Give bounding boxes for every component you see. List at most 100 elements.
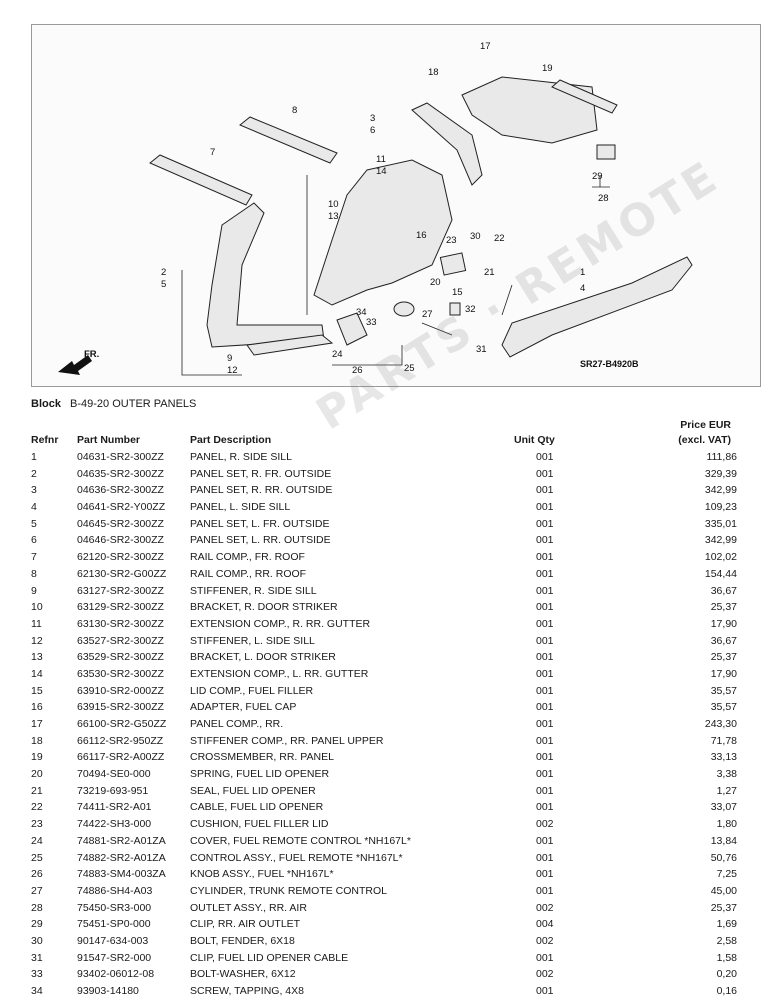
refnr-cell: 27 — [31, 884, 43, 897]
part-number-cell: 74886-SH4-A03 — [77, 884, 153, 897]
refnr-cell: 3 — [31, 484, 37, 497]
svg-text:23: 23 — [446, 235, 457, 246]
part-number-cell: 04631-SR2-300ZZ — [77, 451, 164, 463]
svg-text:22: 22 — [494, 233, 505, 244]
svg-text:15: 15 — [452, 287, 463, 298]
part-number-cell: 74882-SR2-A01ZA — [77, 851, 166, 864]
svg-text:8: 8 — [292, 105, 297, 116]
price-cell: 1,80 — [716, 818, 737, 831]
unit-qty-cell: 001 — [536, 601, 554, 614]
description-cell: CONTROL ASSY., FUEL REMOTE *NH167L* — [190, 851, 403, 864]
diagram-callouts: 1 2 3 4 5 6 7 8 10 11 12 13 14 15 16 17 … — [161, 41, 609, 376]
front-direction-arrow: FR. — [58, 349, 99, 375]
unit-qty-cell: 001 — [536, 768, 554, 781]
rr-crossmember-shape — [551, 79, 618, 114]
rear-panel-stiffener-shape — [411, 102, 483, 186]
header-part-description: Part Description — [190, 434, 272, 446]
part-number-cell: 63127-SR2-300ZZ — [77, 584, 164, 597]
svg-text:30: 30 — [470, 231, 481, 242]
refnr-cell: 25 — [31, 851, 43, 864]
description-cell: COVER, FUEL REMOTE CONTROL *NH167L* — [190, 834, 411, 847]
refnr-cell: 26 — [31, 868, 43, 881]
svg-text:7: 7 — [210, 147, 215, 158]
svg-text:13: 13 — [328, 211, 339, 222]
price-cell: 13,84 — [710, 834, 737, 847]
fuel-lid-shape — [439, 252, 467, 276]
svg-text:25: 25 — [404, 363, 415, 374]
unit-qty-cell: 004 — [536, 918, 554, 931]
unit-qty-cell: 001 — [536, 851, 554, 864]
description-cell: PANEL COMP., RR. — [190, 718, 284, 730]
svg-text:4: 4 — [580, 283, 585, 294]
header-price-line1: Price EUR — [680, 419, 731, 431]
svg-text:29: 29 — [592, 171, 603, 182]
unit-qty-cell: 001 — [536, 567, 554, 580]
price-cell: 36,67 — [710, 634, 737, 647]
table-row[interactable]: 25 74882-SR2-A01ZA CONTROL ASSY., FUEL REM… — [31, 851, 741, 868]
description-cell: RAIL COMP., RR. ROOF — [190, 567, 307, 580]
part-number-cell: 66100-SR2-G50ZZ — [77, 718, 167, 730]
refnr-cell: 24 — [31, 834, 43, 847]
refnr-cell: 18 — [31, 734, 43, 747]
rear-panel-shape — [461, 76, 598, 144]
refnr-cell: 22 — [31, 801, 43, 814]
price-cell: 33,13 — [710, 751, 737, 764]
price-cell: 35,57 — [710, 684, 737, 697]
unit-qty-cell: 001 — [536, 718, 554, 730]
table-row[interactable]: 27 74886-SH4-A03 CYLINDER, TRUNK REMOTE CO… — [31, 884, 741, 901]
fr-outside-panel-shape — [206, 202, 325, 348]
price-cell: 33,07 — [710, 801, 737, 814]
price-cell: 17,90 — [710, 667, 737, 680]
description-cell: CABLE, FUEL LID OPENER — [190, 801, 324, 814]
svg-text:16: 16 — [416, 230, 427, 241]
refnr-cell: 21 — [31, 784, 43, 797]
unit-qty-cell: 001 — [536, 617, 554, 630]
description-cell: LID COMP., FUEL FILLER — [190, 684, 314, 697]
unit-qty-cell: 001 — [536, 484, 554, 497]
part-number-cell: 63129-SR2-300ZZ — [77, 601, 164, 614]
svg-text:21: 21 — [484, 267, 495, 278]
refnr-cell: 29 — [31, 918, 43, 931]
description-cell: CYLINDER, TRUNK REMOTE CONTROL — [190, 884, 387, 897]
price-cell: 1,27 — [716, 784, 737, 797]
description-cell: OUTLET ASSY., RR. AIR — [190, 901, 307, 914]
header-part-number: Part Number — [77, 434, 141, 446]
description-cell: BOLT-WASHER, 6X12 — [190, 968, 296, 981]
price-cell: 0,20 — [716, 968, 737, 981]
description-cell: CUSHION, FUEL FILLER LID — [190, 818, 329, 831]
price-cell: 17,90 — [710, 617, 737, 630]
unit-qty-cell: 001 — [536, 467, 554, 480]
